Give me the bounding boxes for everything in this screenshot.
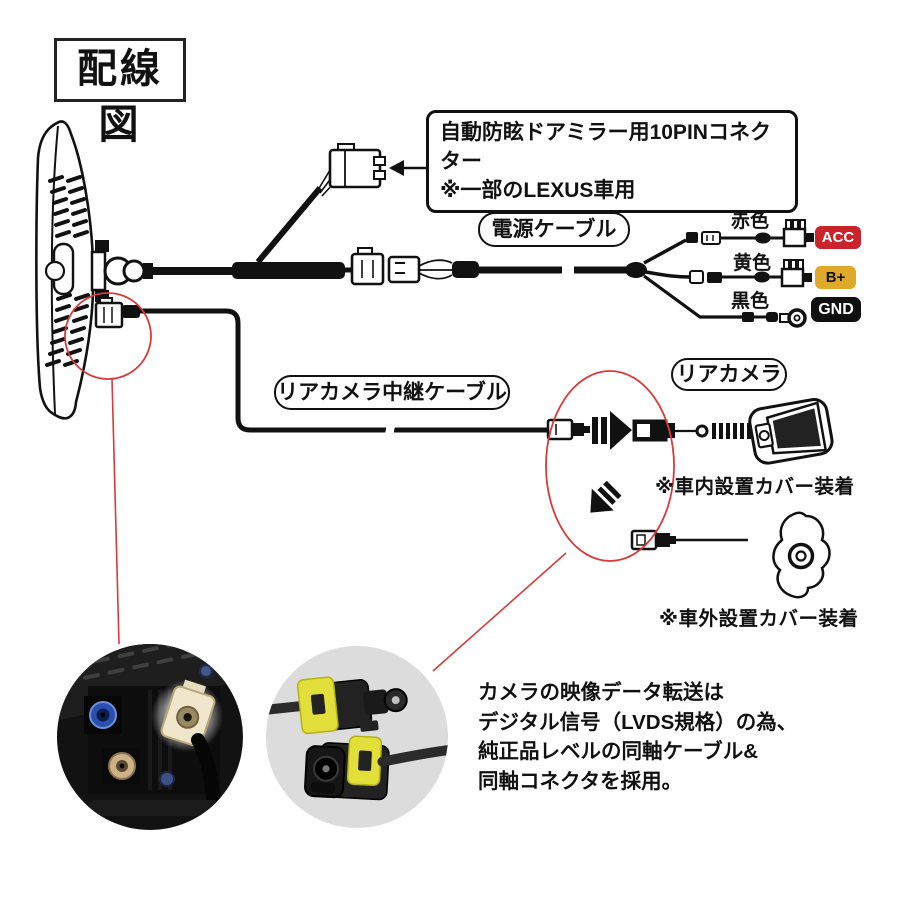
- power-cable-drawing: [152, 247, 647, 286]
- outdoor-camera-drawing: [630, 511, 831, 599]
- power-cable-label: 電源ケーブル: [478, 212, 630, 247]
- wire-label-black: 黒色: [731, 291, 770, 312]
- indoor-cover-note: ※車内設置カバー装着: [655, 476, 855, 498]
- mirror-connector-callout-line1: 自動防眩ドアミラー用10PINコネクター: [440, 121, 771, 173]
- coax-connector-photo: [266, 646, 448, 828]
- mirror-monitor-drawing: [35, 120, 153, 420]
- rear-camera-label: リアカメラ: [671, 358, 787, 391]
- lvds-description-line3: 純正品レベルの同軸ケーブル&: [478, 740, 759, 763]
- relay-cable-drawing: [94, 297, 590, 441]
- callout-arrow: [389, 160, 427, 176]
- relay-cable-label: リアカメラ中継ケーブル: [274, 375, 510, 410]
- outdoor-cover-note: ※車外設置カバー装着: [659, 608, 859, 630]
- mirror-10pin-connector-drawing: [255, 143, 386, 264]
- terminal-badge-bplus: B+: [815, 266, 856, 289]
- cable-break-marks: [383, 259, 575, 440]
- lvds-description-line1: カメラの映像データ転送は: [478, 681, 724, 704]
- terminal-badge-gnd: GND: [811, 297, 861, 322]
- wire-label-yellow: 黄色: [733, 253, 772, 274]
- lvds-description-line4: 同軸コネクタを採用。: [478, 769, 683, 793]
- lvds-description: カメラの映像データ転送は デジタル信号（LVDS規格）の為、 純正品レベルの同軸…: [478, 678, 878, 796]
- transfer-arrow-down-left: [590, 480, 622, 513]
- terminal-badge-acc: ACC: [815, 226, 861, 249]
- indoor-camera-drawing: [632, 398, 834, 465]
- lvds-description-line2: デジタル信号（LVDS規格）の為、: [478, 710, 798, 734]
- wire-label-red: 赤色: [731, 211, 770, 232]
- mirror-connector-callout-line2: ※一部のLEXUS車用: [440, 179, 636, 202]
- power-wire-red: [643, 219, 814, 265]
- transfer-arrow-right: [592, 411, 632, 450]
- page-title: 配線図: [54, 38, 186, 147]
- red-annotations: [64, 292, 675, 672]
- mirror-connector-callout: 自動防眩ドアミラー用10PINコネクター ※一部のLEXUS車用: [426, 110, 798, 213]
- power-wire-black: [643, 274, 807, 328]
- power-wire-yellow: [645, 259, 812, 288]
- monitor-back-photo: [57, 644, 243, 830]
